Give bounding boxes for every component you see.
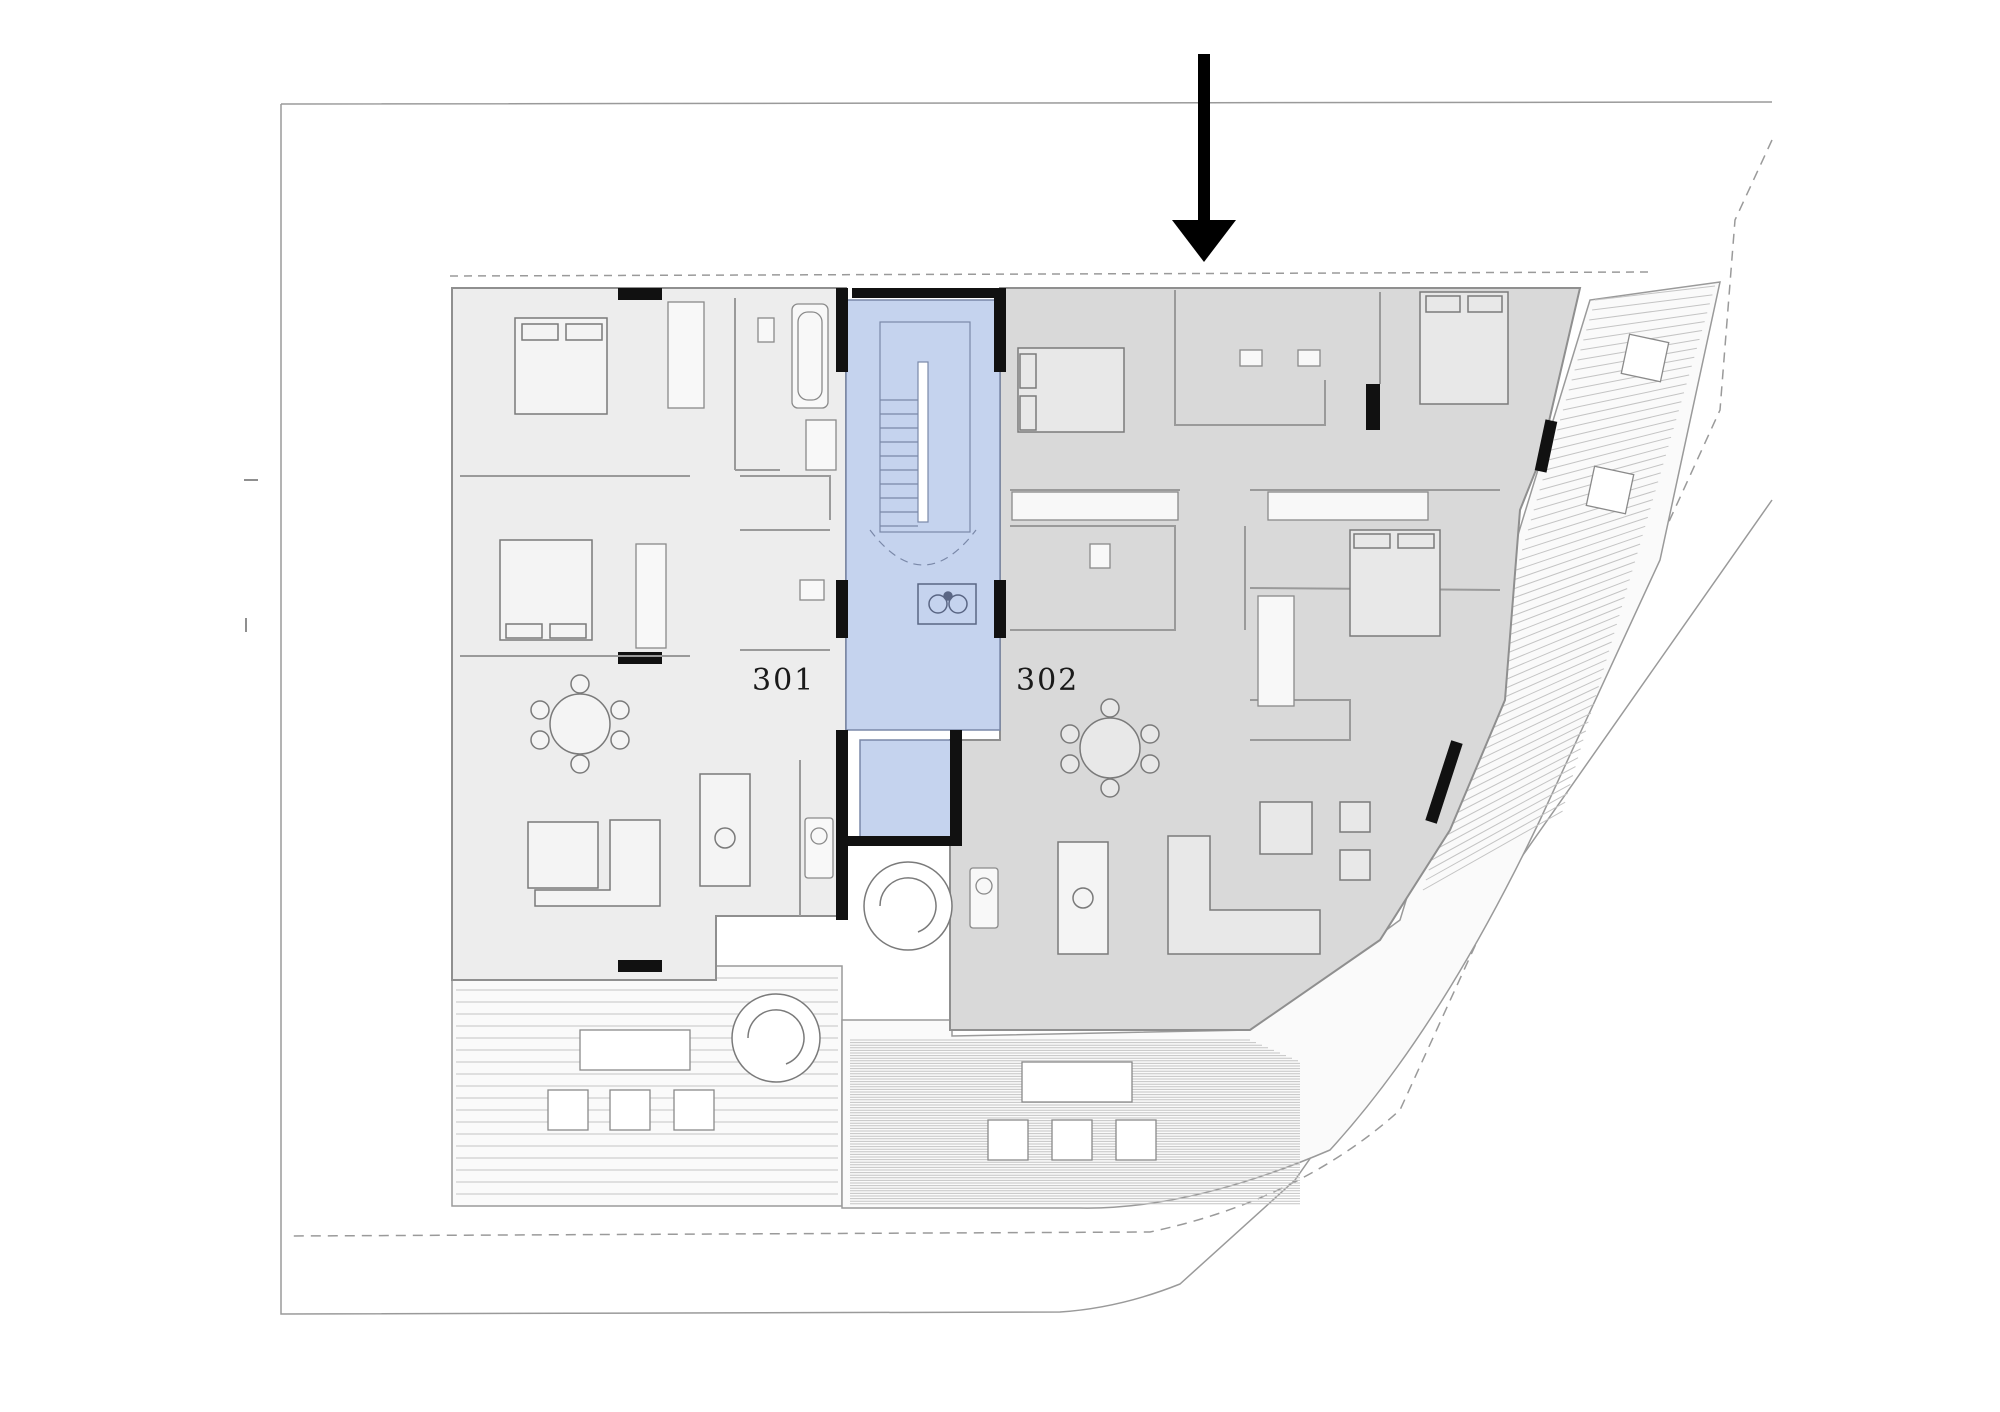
terrace-hatch-line	[1594, 285, 1716, 301]
sofa-icon	[1167, 801, 1371, 955]
terrace-hatch-line	[1562, 383, 1687, 411]
terrace-hatch-line	[1422, 810, 1563, 891]
terrace-hatch-line	[1554, 410, 1679, 441]
terrace-hatch-line	[1437, 766, 1576, 841]
toilet-icon	[757, 317, 1321, 601]
terrace-hatch-line	[1446, 739, 1584, 811]
terrace-hatch-line	[1448, 730, 1587, 801]
terrace-hatch-line	[1545, 436, 1672, 471]
terrace-hatch-line	[1542, 445, 1669, 481]
partitions-301	[460, 298, 831, 916]
bed-icon	[1349, 529, 1441, 637]
terrace-hatch-line	[1425, 801, 1566, 881]
terrace-hatch-line	[1524, 499, 1654, 541]
spiral-stair-icon	[731, 861, 953, 1083]
terrace-hatch-line	[1498, 579, 1630, 631]
terrace-hatch-line	[1489, 605, 1623, 661]
terrace-hatch-line	[1440, 757, 1579, 831]
north-arrow-icon	[1172, 54, 1236, 262]
terrace-hatch-line	[1519, 516, 1648, 561]
terrace-hatch-line	[1548, 427, 1674, 461]
terrace-hatch-line	[1510, 543, 1641, 591]
bed-icon	[514, 317, 608, 415]
bed-icon	[1017, 347, 1125, 433]
terrace-hatch-line	[1586, 312, 1708, 331]
section-marks	[244, 479, 258, 632]
wardrobe	[635, 301, 1429, 707]
unit-label-302: 302	[1016, 663, 1079, 698]
terrace-hatch-line	[1521, 508, 1651, 551]
terrace-hatch-line	[1592, 294, 1713, 311]
terrace-hatch-line	[1583, 321, 1705, 341]
sink-icon	[804, 817, 999, 929]
kitchen-island	[699, 773, 1109, 955]
terrace-hatch-line	[1434, 775, 1574, 851]
unit-label-301: 301	[752, 663, 815, 698]
walls	[618, 288, 1558, 972]
terrace-furniture	[547, 333, 1670, 1161]
terrace-hatch-line	[1504, 561, 1636, 611]
partitions-302	[1010, 290, 1501, 741]
terrace-hatch-line	[1431, 783, 1571, 861]
sofa-icon	[527, 819, 661, 907]
terrace-hatch-line	[1501, 570, 1633, 621]
terrace-hatch-line	[1495, 588, 1628, 641]
terrace-hatch-line	[1492, 597, 1625, 651]
core-stair-lift	[845, 299, 1001, 841]
wheelchair-icon	[917, 583, 977, 625]
bed-icon	[499, 539, 593, 641]
terrace-hatch-line	[1486, 614, 1620, 671]
terrace-hatch-line	[1507, 552, 1638, 601]
site-boundary	[280, 101, 1773, 1315]
terrace-hatch-line	[1556, 401, 1682, 431]
terrace-hatch-line	[1428, 792, 1568, 871]
terrace-hatch-line	[1589, 303, 1710, 321]
terrace-hatch-line	[1565, 374, 1690, 401]
terrace-hatch-line	[1559, 392, 1685, 421]
terrace-hatch-line	[1527, 490, 1656, 531]
bed-icon	[1419, 291, 1509, 405]
terrace-hatch-line	[1451, 721, 1589, 791]
terrace-hatch-line	[1443, 748, 1581, 821]
terrace-hatch-line	[1454, 712, 1592, 781]
building-dashed-edge	[449, 271, 1651, 277]
dining-table-icon	[1060, 698, 1160, 798]
terrace-hatch-line	[1516, 525, 1646, 571]
bathtub-icon	[791, 303, 829, 409]
dining-table-icon	[530, 674, 630, 774]
terrace-hatch-line	[1568, 365, 1692, 391]
terrace-hatch-line	[1551, 419, 1677, 451]
terrace-hatch-line	[1513, 534, 1643, 581]
